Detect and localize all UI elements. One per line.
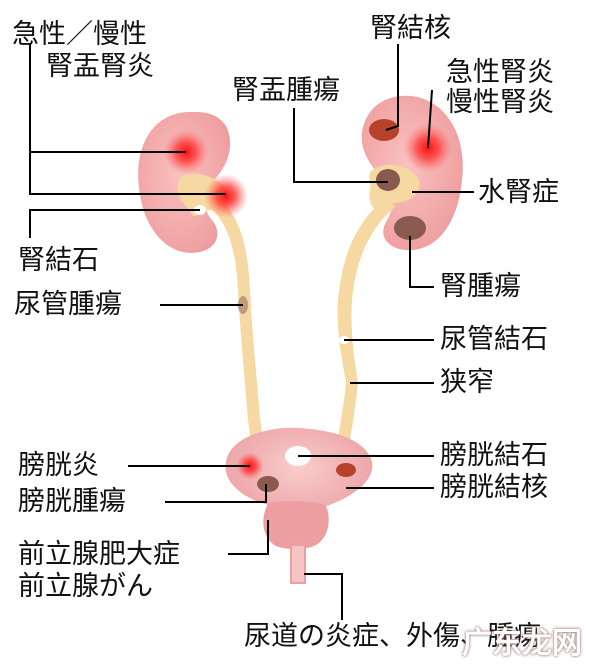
label-prostate-cancer: 前立腺がん (18, 571, 153, 602)
label-bladder-tb: 膀胱結核 (440, 472, 548, 503)
label-pyelonephritis: 腎盂腎炎 (46, 51, 154, 82)
label-kidney-stone: 腎結石 (18, 245, 99, 276)
label-urethra: 尿道の炎症、外傷、腫瘍 (244, 621, 541, 652)
label-ureter-tumor: 尿管腫瘍 (14, 289, 122, 320)
left-ureter (208, 200, 262, 452)
right-ureter (336, 200, 396, 452)
bladder-tb-spot (336, 463, 356, 477)
left-kidney-inflammation-lower (204, 174, 248, 218)
label-acute-nephritis: 急性腎炎 (446, 57, 554, 88)
bladder-tumor-spot (257, 476, 279, 492)
label-hydronephrosis: 水腎症 (478, 177, 559, 208)
label-stricture: 狭窄 (440, 367, 494, 398)
label-renal-pelvis-tumor: 腎盂腫瘍 (232, 75, 340, 106)
renal-pelvis-tumor-spot (376, 169, 400, 191)
label-cystitis: 膀胱炎 (18, 450, 99, 481)
renal-tb-spot (369, 119, 399, 141)
kidney-tumor-spot (394, 216, 426, 240)
label-bladder-stone: 膀胱結石 (440, 440, 548, 471)
label-acute-chronic: 急性／慢性 (12, 19, 147, 50)
prostate (263, 501, 329, 549)
leader-lines (29, 44, 474, 620)
label-renal-tb: 腎結核 (370, 13, 451, 44)
label-kidney-tumor: 腎腫瘍 (440, 271, 521, 302)
label-ureter-stone: 尿管結石 (440, 324, 548, 355)
label-bladder-tumor: 膀胱腫瘍 (18, 486, 126, 517)
label-bph: 前立腺肥大症 (18, 539, 180, 570)
watermark: 广东龙网 (462, 626, 582, 661)
label-chronic-nephritis: 慢性腎炎 (446, 87, 554, 118)
